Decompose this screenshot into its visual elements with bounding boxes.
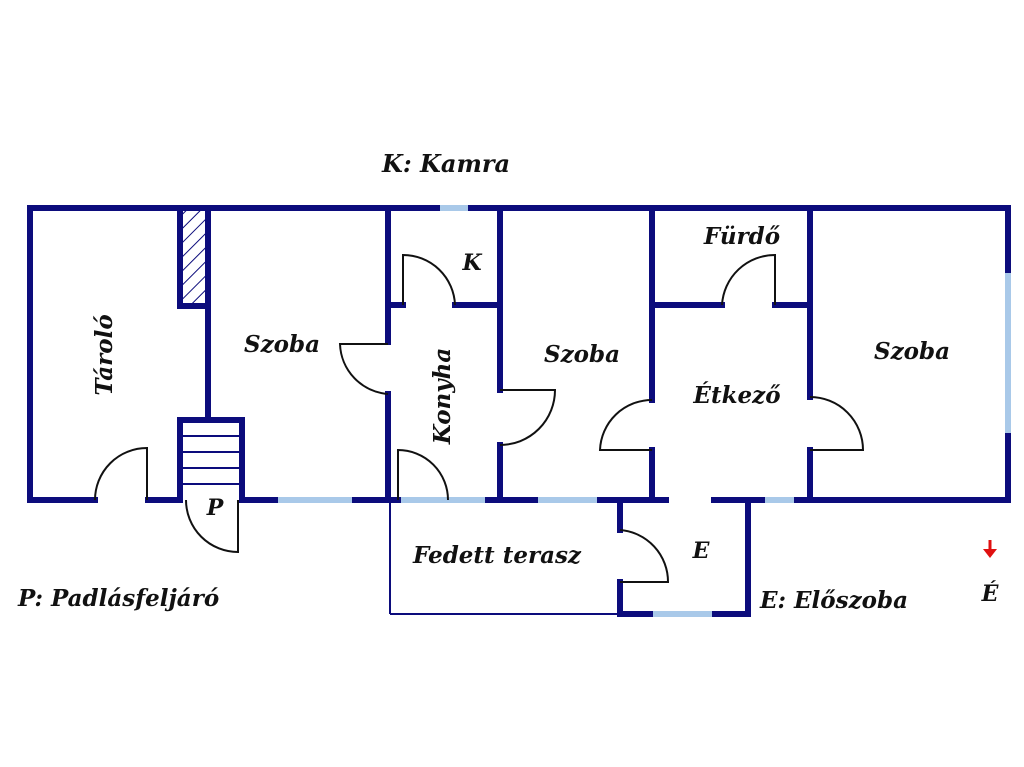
north-arrow-icon [983, 540, 997, 558]
room-tarolo: Tároló [91, 314, 118, 395]
room-eloszoba: E [692, 538, 711, 564]
room-furdo: Fürdő [703, 223, 780, 250]
room-padlas: P [206, 495, 225, 521]
room-szoba-1: Szoba [244, 331, 320, 358]
room-fedett-terasz: Fedett terasz [412, 542, 582, 569]
walls [27, 205, 1011, 617]
legend-eloszoba: E: Előszoba [759, 587, 908, 614]
legend-padlas: P: Padlásfeljáró [17, 585, 219, 612]
windows [278, 205, 1011, 617]
room-etkezo: Étkező [692, 382, 780, 409]
compass-label: É [981, 580, 1000, 607]
room-szoba-3: Szoba [874, 338, 950, 365]
room-kamra: K [461, 250, 482, 276]
doors [94, 253, 865, 583]
legend-kamra: K: Kamra [381, 149, 510, 178]
room-szoba-2: Szoba [544, 341, 620, 368]
stairs [182, 435, 240, 485]
room-konyha: Konyha [429, 348, 456, 446]
